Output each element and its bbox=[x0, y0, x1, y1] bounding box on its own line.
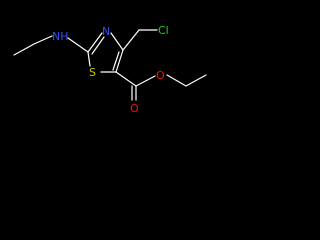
nh-label: NH bbox=[52, 30, 69, 43]
bond-ethyl-c1-c2 bbox=[13, 43, 35, 56]
bond-c4-c5-b bbox=[112, 51, 120, 71]
bond-c4-c5-a bbox=[115, 49, 124, 73]
bond-nh-c2 bbox=[67, 37, 89, 53]
bond-n3-c4 bbox=[110, 32, 124, 51]
bond-c4-ch2 bbox=[122, 29, 140, 51]
bonds bbox=[13, 29, 207, 101]
o-carbonyl-label: O bbox=[130, 102, 139, 115]
bond-carbonyl-oester bbox=[135, 75, 156, 87]
structure-canvas: NH N S Cl O O bbox=[0, 0, 236, 121]
atom-labels: NH N S Cl O O bbox=[52, 24, 169, 115]
bond-c2-n3-a bbox=[87, 32, 103, 53]
s-ring-label: S bbox=[89, 66, 96, 79]
bond-oester-ch2 bbox=[166, 74, 187, 87]
bond-c5-carbonyl bbox=[115, 71, 137, 87]
n-ring-label: N bbox=[102, 25, 110, 38]
cl-label: Cl bbox=[158, 24, 169, 37]
o-ester-label: O bbox=[156, 69, 165, 82]
bond-ch2-ch3 bbox=[185, 74, 207, 87]
molecule-structure: NH N S Cl O O bbox=[13, 24, 207, 115]
bond-c2-n3-b bbox=[91, 36, 105, 55]
bond-ethyl-c2-nh bbox=[33, 35, 53, 45]
bond-s1-c2 bbox=[87, 51, 91, 67]
